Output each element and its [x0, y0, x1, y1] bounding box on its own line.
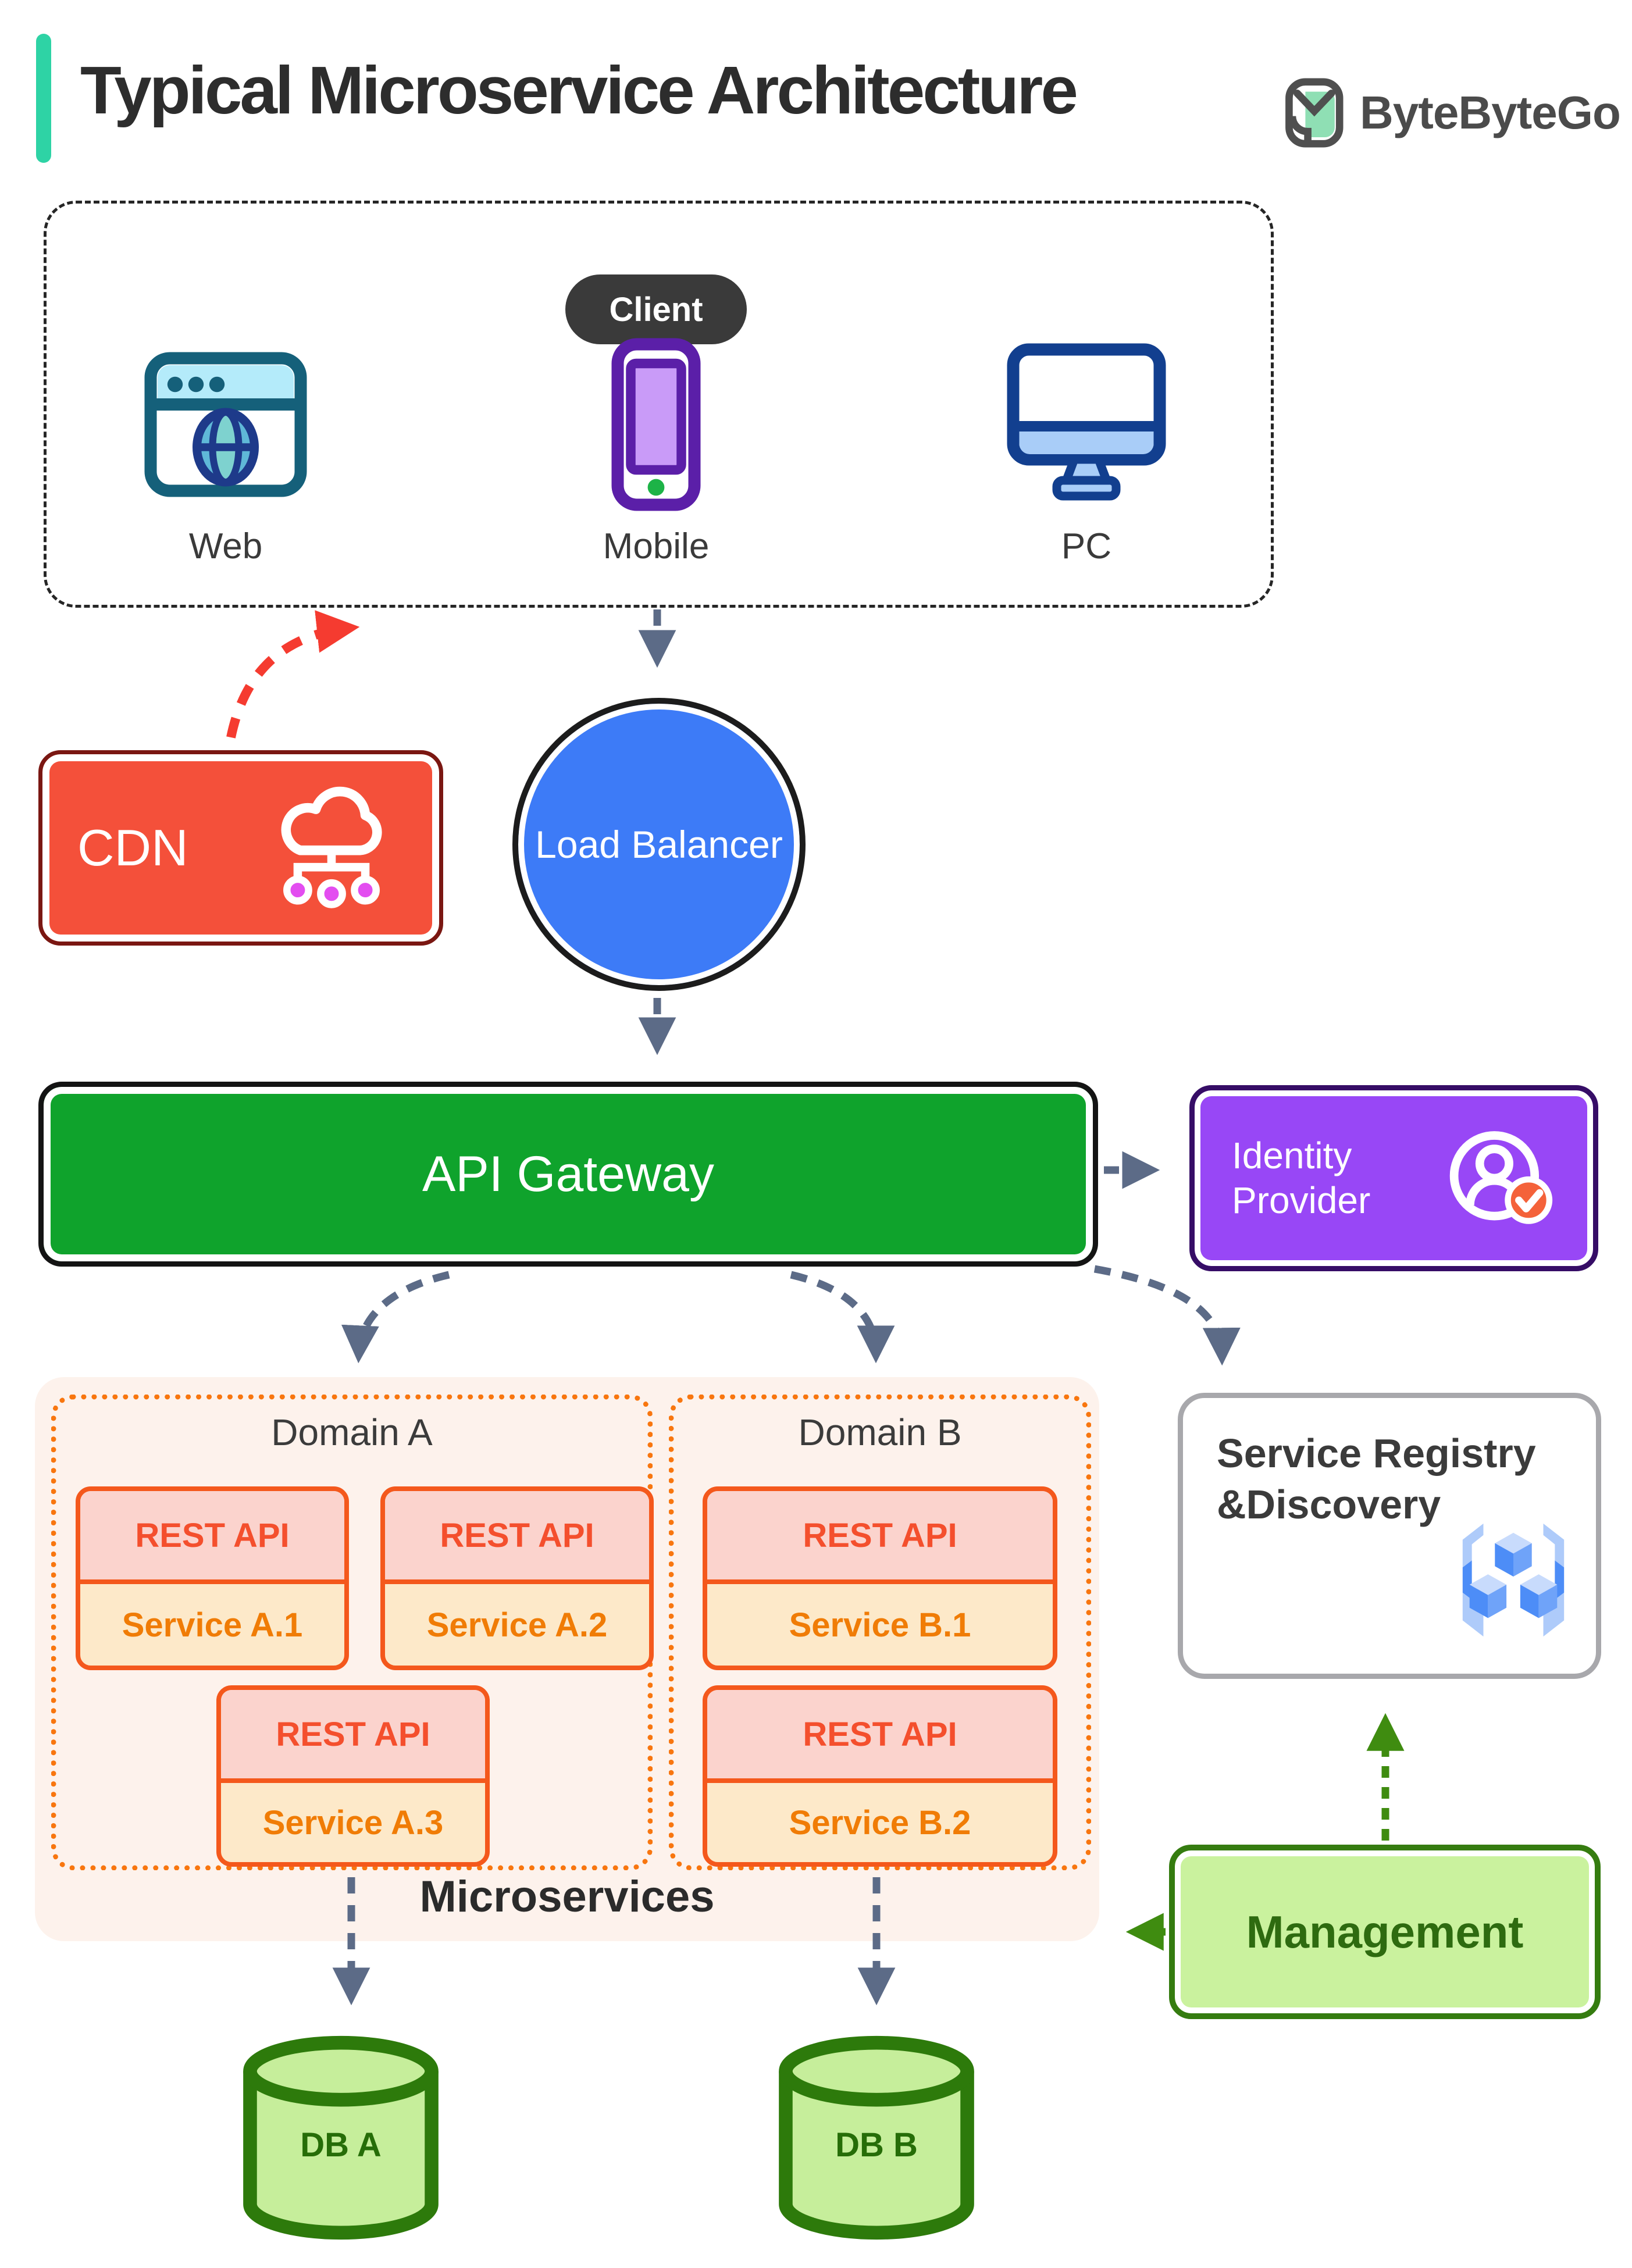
- registry-cubes-icon: [1462, 1523, 1565, 1637]
- cdn-label: CDN: [77, 819, 188, 876]
- database-b: DB B: [771, 2035, 982, 2240]
- rest-api-label: REST API: [385, 1491, 649, 1584]
- arrow-gateway-to-domain-b: [790, 1271, 895, 1364]
- service-registry-box: Service Registry &Discovery: [1178, 1393, 1601, 1679]
- service-name: Service A.1: [122, 1606, 303, 1644]
- device-mobile: Mobile: [551, 337, 761, 567]
- web-label: Web: [188, 526, 263, 566]
- api-gateway-box: API Gateway: [38, 1082, 1098, 1267]
- arrow-cdn-to-client: [226, 610, 360, 739]
- service-name: Service A.3: [262, 1803, 444, 1842]
- rest-api-label: REST API: [707, 1491, 1053, 1584]
- rest-api-label: REST API: [80, 1491, 344, 1584]
- service-name: Service B.2: [789, 1803, 971, 1842]
- database-cylinder-icon: [243, 2035, 439, 2240]
- load-balancer-label: Load Balancer: [535, 822, 783, 866]
- title-accent-bar: [36, 34, 51, 163]
- bytebytego-owl-icon: [1285, 78, 1344, 148]
- client-badge: Client: [565, 274, 747, 344]
- service-card-a1: REST API Service A.1: [76, 1486, 349, 1670]
- pc-label: PC: [1061, 526, 1112, 566]
- identity-provider-label: Identity Provider: [1232, 1135, 1371, 1221]
- brand-logo: ByteByteGo: [1284, 77, 1621, 149]
- microservices-label: Microservices: [419, 1872, 715, 1921]
- device-web: Web: [121, 337, 330, 567]
- database-a-label: DB A: [300, 2126, 382, 2164]
- management-box: Management: [1169, 1845, 1601, 2019]
- brand-name: ByteByteGo: [1360, 87, 1621, 138]
- service-registry-label-line2: &Discovery: [1217, 1481, 1441, 1527]
- service-name: Service B.1: [789, 1606, 971, 1644]
- service-name: Service A.2: [426, 1606, 608, 1644]
- service-card-b1: REST API Service B.1: [703, 1486, 1057, 1670]
- device-pc: PC: [982, 337, 1191, 567]
- database-cylinder-icon: [779, 2035, 974, 2240]
- mobile-phone-icon: [611, 338, 701, 511]
- database-b-label: DB B: [835, 2126, 918, 2164]
- pc-monitor-icon: [1007, 343, 1166, 501]
- domain-b-title: Domain B: [798, 1411, 962, 1453]
- arrow-gateway-to-service-registry: [1093, 1265, 1241, 1366]
- identity-user-check-icon: [1449, 1131, 1553, 1224]
- rest-api-label: REST API: [221, 1690, 485, 1783]
- client-label: Client: [609, 290, 703, 329]
- database-a: DB A: [235, 2035, 447, 2240]
- load-balancer-node: Load Balancer: [512, 698, 806, 991]
- rest-api-label: REST API: [707, 1690, 1053, 1783]
- cdn-network-icon: [281, 786, 382, 908]
- cdn-box: CDN: [38, 750, 443, 946]
- service-card-b2: REST API Service B.2: [703, 1685, 1057, 1867]
- service-card-a3: REST API Service A.3: [216, 1685, 490, 1867]
- arrow-gateway-to-domain-a: [341, 1271, 450, 1364]
- identity-provider-box: Identity Provider: [1189, 1085, 1598, 1271]
- service-registry-label-line1: Service Registry: [1217, 1431, 1536, 1476]
- management-label: Management: [1246, 1906, 1524, 1957]
- domain-a-title: Domain A: [271, 1411, 433, 1453]
- page-title: Typical Microservice Architecture: [80, 52, 1078, 128]
- mobile-label: Mobile: [603, 526, 710, 566]
- domain-b-box: [669, 1395, 1091, 1870]
- web-browser-icon: [144, 352, 307, 497]
- service-card-a2: REST API Service A.2: [380, 1486, 654, 1670]
- api-gateway-label: API Gateway: [422, 1146, 714, 1202]
